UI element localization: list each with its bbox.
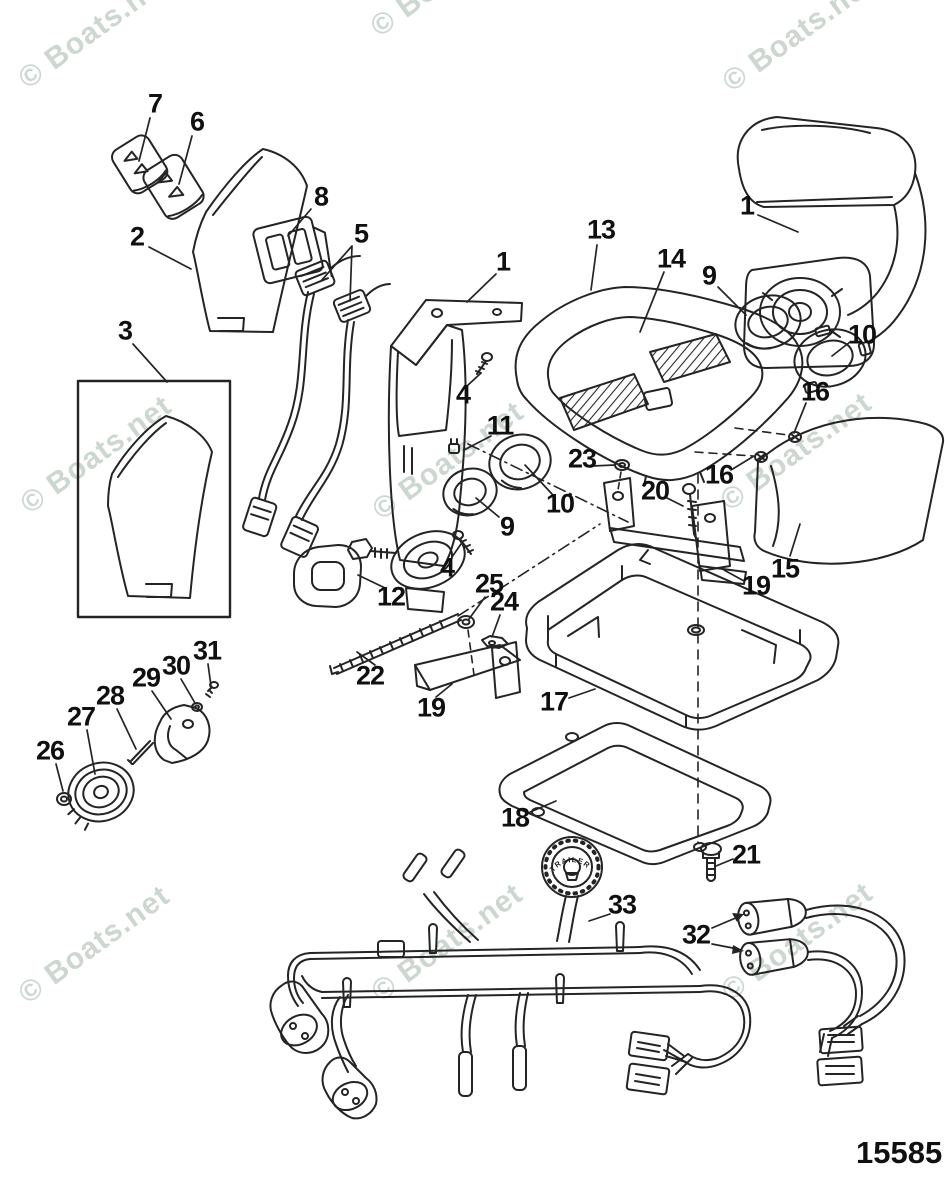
screw-4-top bbox=[476, 353, 492, 374]
callout-31: 31 bbox=[192, 635, 222, 666]
callout-25: 25 bbox=[474, 568, 504, 599]
clip-11 bbox=[449, 439, 459, 453]
tray-17 bbox=[526, 544, 838, 730]
wiring-harness-33: TRAILER bbox=[270, 837, 750, 1118]
callout-16-upper: 16 bbox=[800, 376, 830, 407]
callout-19-left: 19 bbox=[416, 692, 446, 723]
callout-18: 18 bbox=[500, 802, 530, 833]
washer-26 bbox=[57, 793, 71, 805]
mount-bracket-19-left bbox=[415, 642, 520, 698]
callout-24: 24 bbox=[489, 586, 519, 617]
adapter-harness-32 bbox=[736, 895, 904, 1086]
callout-4-top: 4 bbox=[455, 379, 471, 410]
trim-switch-7 bbox=[109, 132, 171, 197]
callout-17: 17 bbox=[539, 686, 569, 717]
callout-8: 8 bbox=[313, 181, 329, 212]
control-housing bbox=[383, 300, 522, 612]
boxed-cover-3 bbox=[78, 381, 230, 617]
callout-10-right: 10 bbox=[847, 319, 877, 350]
cam-29 bbox=[155, 705, 210, 763]
bezel-ring-9-center bbox=[437, 462, 503, 522]
screw-16-upper bbox=[789, 432, 801, 442]
trim-switch-6 bbox=[140, 151, 207, 222]
curved-panel-15 bbox=[754, 418, 943, 564]
callout-3: 3 bbox=[117, 315, 133, 346]
mount-bracket-19-right bbox=[604, 478, 746, 584]
switch-harness-cables bbox=[242, 256, 390, 558]
callout-26: 26 bbox=[35, 735, 65, 766]
diagram-number: 15585 bbox=[856, 1135, 943, 1170]
callout-5: 5 bbox=[353, 218, 369, 249]
callout-28: 28 bbox=[95, 680, 125, 711]
callout-11: 11 bbox=[486, 410, 515, 441]
screw-20 bbox=[683, 484, 697, 540]
screw-31 bbox=[206, 682, 218, 697]
callout-13: 13 bbox=[586, 214, 616, 245]
callout-9-right: 9 bbox=[701, 260, 717, 291]
back-plate bbox=[252, 213, 335, 292]
bezel-ring-9-right bbox=[729, 288, 806, 355]
callout-22: 22 bbox=[355, 660, 385, 691]
callout-19-right: 19 bbox=[741, 570, 771, 601]
callout-12: 12 bbox=[376, 581, 406, 612]
callout-1-right: 1 bbox=[739, 190, 755, 221]
callout-23: 23 bbox=[567, 443, 597, 474]
assembly-axis bbox=[468, 630, 474, 675]
retainer-ring-10-right bbox=[787, 316, 877, 394]
callout-4-bottom: 4 bbox=[439, 552, 455, 583]
screw-16-lower bbox=[755, 452, 767, 462]
threaded-rod-22 bbox=[330, 614, 461, 674]
leader-lines bbox=[56, 118, 850, 954]
callout-16-lower: 16 bbox=[704, 459, 734, 490]
pin-28 bbox=[128, 741, 153, 764]
callout-10-center: 10 bbox=[545, 488, 575, 519]
washer-30 bbox=[192, 703, 202, 711]
bolt bbox=[348, 539, 396, 559]
callout-1-left: 1 bbox=[495, 246, 511, 277]
callout-6: 6 bbox=[189, 106, 205, 137]
assembly-axis bbox=[468, 444, 628, 522]
screw-21 bbox=[701, 843, 721, 881]
callout-21: 21 bbox=[731, 839, 761, 870]
bezel-ring-10-center bbox=[482, 427, 558, 498]
screw-4-bottom bbox=[453, 531, 473, 554]
callout-14: 14 bbox=[656, 243, 686, 274]
callout-9-center: 9 bbox=[499, 511, 515, 542]
gasket-12 bbox=[294, 545, 361, 607]
callout-15: 15 bbox=[770, 553, 800, 584]
key-switch: TRAILER bbox=[542, 837, 602, 897]
callout-27: 27 bbox=[66, 701, 96, 732]
drum-27 bbox=[56, 754, 142, 833]
callout-2: 2 bbox=[129, 221, 145, 252]
top-cover-13 bbox=[516, 287, 803, 486]
callout-7: 7 bbox=[147, 88, 163, 119]
gasket-18 bbox=[499, 723, 770, 864]
callout-30: 30 bbox=[161, 650, 191, 681]
callout-33: 33 bbox=[607, 889, 637, 920]
callout-29: 29 bbox=[131, 662, 161, 693]
callout-32: 32 bbox=[681, 919, 711, 950]
nut-25 bbox=[458, 616, 474, 628]
callout-20: 20 bbox=[640, 475, 670, 506]
